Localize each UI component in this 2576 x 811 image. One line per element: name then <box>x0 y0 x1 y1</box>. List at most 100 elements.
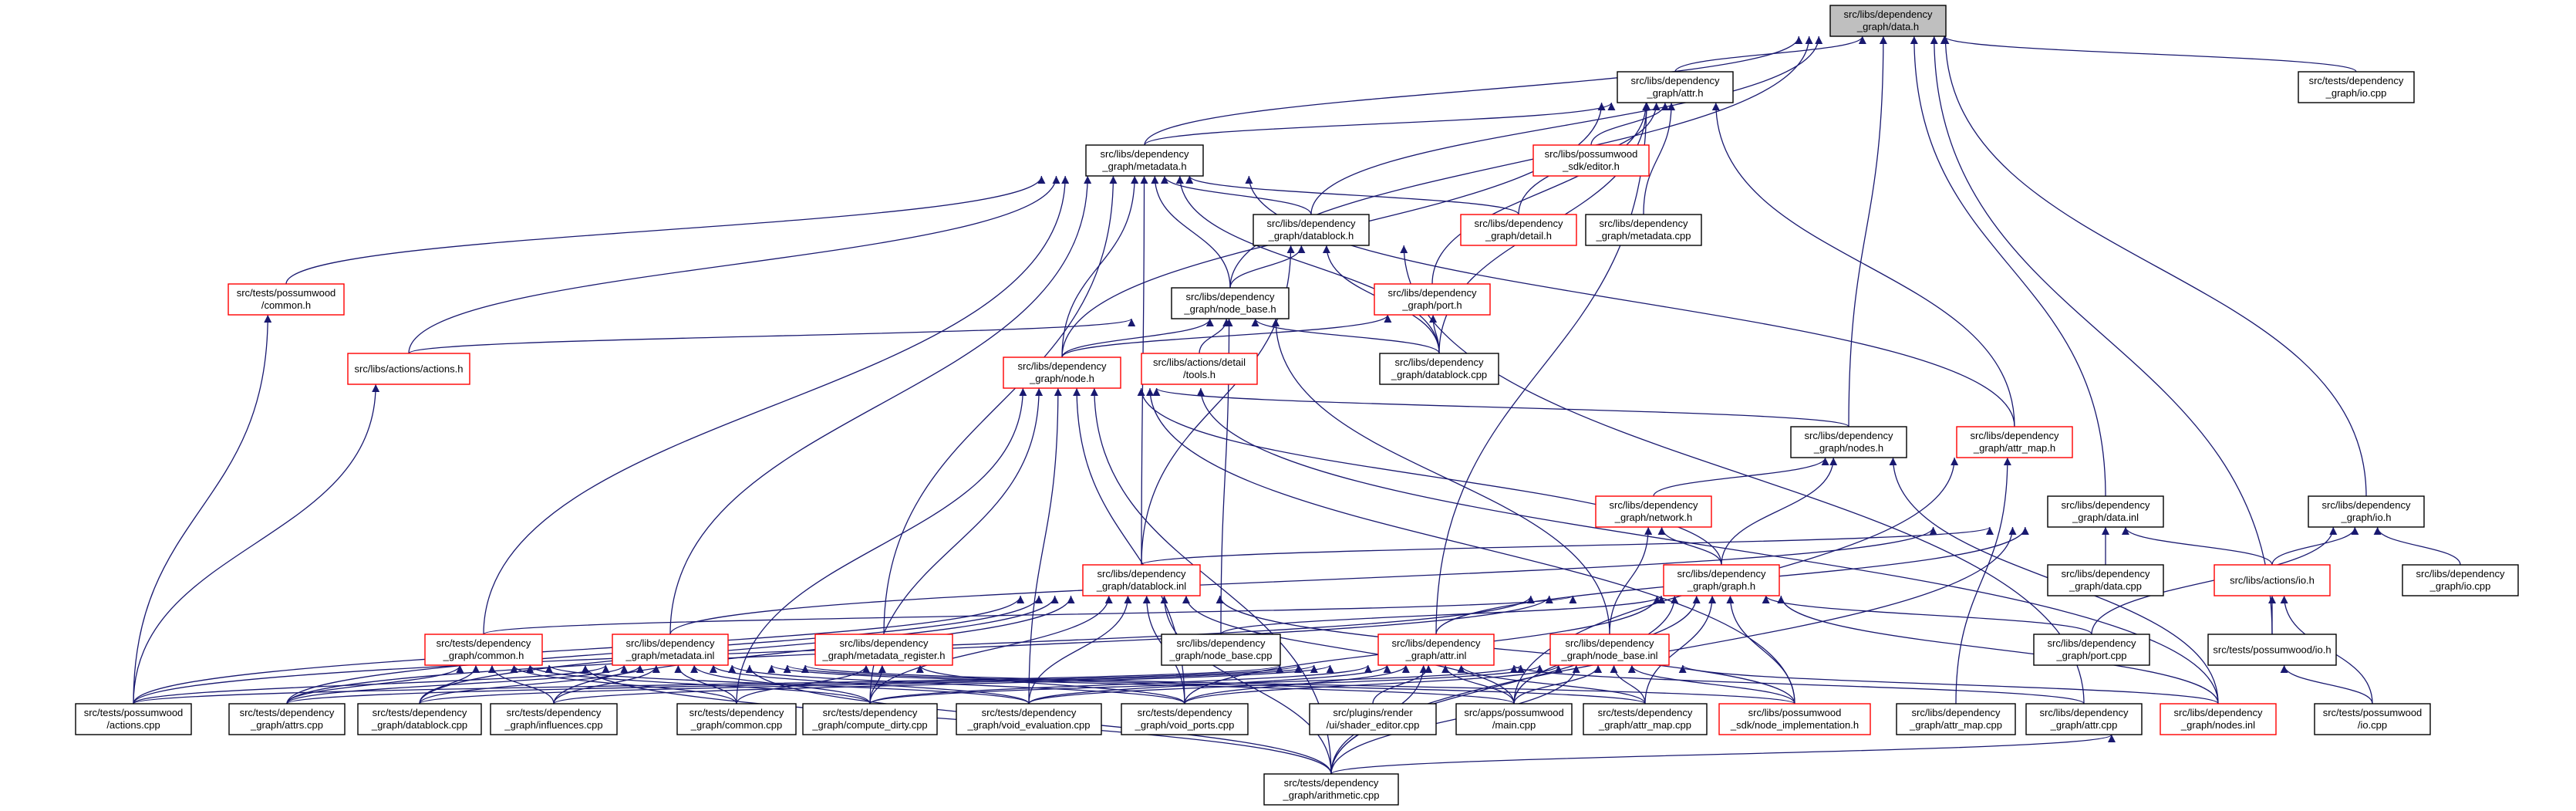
graph-node-t-common-cpp[interactable]: src/tests/dependency_graph/common.cpp <box>676 703 797 735</box>
node-label-line: src/libs/dependency <box>1475 218 1563 229</box>
graph-node-tests-io-cpp[interactable]: src/tests/dependency_graph/io.cpp <box>2298 71 2415 103</box>
graph-node-node-impl-h[interactable]: src/libs/possumwood_sdk/node_implementat… <box>1718 703 1871 735</box>
graph-node-io-h[interactable]: src/libs/dependency_graph/io.h <box>2308 495 2425 528</box>
node-box <box>1460 214 1577 246</box>
graph-node-actions-io-h[interactable]: src/libs/actions/io.h <box>2214 564 2331 596</box>
node-label-line: src/tests/dependency <box>2309 75 2404 86</box>
node-label-line: src/tests/possumwood <box>2323 707 2423 718</box>
graph-node-metadata-h[interactable]: src/libs/dependency_graph/metadata.h <box>1085 144 1204 177</box>
graph-node-l-attr-map-cpp[interactable]: src/libs/dependency_graph/attr_map.cpp <box>1896 703 2016 735</box>
edge-l_attr_cpp-to-datablock_h <box>1400 245 2085 705</box>
node-label-line: src/libs/dependency <box>1610 499 1698 511</box>
graph-node-data-cpp[interactable]: src/libs/dependency_graph/data.cpp <box>2047 564 2164 596</box>
node-label-line: _graph/port.cpp <box>2055 650 2126 661</box>
graph-node-node-h[interactable]: src/libs/dependency_graph/node.h <box>1003 357 1121 389</box>
graph-node-tools-h[interactable]: src/libs/actions/detail/tools.h <box>1141 353 1258 385</box>
graph-node-tp-common-h[interactable]: src/tests/possumwood/common.h <box>228 283 345 316</box>
graph-node-shader-editor-cpp[interactable]: src/plugins/render/ui/shader_editor.cpp <box>1309 703 1437 735</box>
edges-layer <box>133 35 2461 775</box>
graph-node-actions-h[interactable]: src/libs/actions/actions.h <box>347 353 470 385</box>
node-label-line: src/tests/possumwood <box>237 287 336 299</box>
node-label-line: _graph/attrs.cpp <box>250 719 323 731</box>
graph-node-metadata-cpp[interactable]: src/libs/dependency_graph/metadata.cpp <box>1585 214 1702 246</box>
graph-node-compute-dirty-cpp[interactable]: src/tests/dependency_graph/compute_dirty… <box>802 703 938 735</box>
graph-node-metadata-inl[interactable]: src/libs/dependency_graph/metadata.inl <box>612 634 729 666</box>
edge-nodes_inl-to-node_base_inl <box>1678 664 2219 705</box>
node-label-line: src/tests/dependency <box>240 707 335 718</box>
graph-node-nodes-inl[interactable]: src/libs/dependency_graph/nodes.inl <box>2160 703 2277 735</box>
graph-node-network-h[interactable]: src/libs/dependency_graph/network.h <box>1595 495 1712 528</box>
edge-metadata_register_h-to-metadata_h <box>883 175 1118 635</box>
node-box <box>2214 564 2331 596</box>
graph-node-main-cpp[interactable]: src/apps/possumwood/main.cpp <box>1455 703 1573 735</box>
graph-node-node-base-h[interactable]: src/libs/dependency_graph/node_base.h <box>1171 287 1290 319</box>
edge-nodes_h-to-data_h <box>1848 35 1887 427</box>
node-box <box>1082 564 1201 596</box>
edge-influences_cpp-to-attr_inl <box>553 664 1334 705</box>
edge-tp_io_h-to-data_h <box>1930 35 2273 635</box>
edge-void_ports_cpp-to-metadata_register_h <box>915 664 1185 705</box>
node-box <box>2025 703 2143 735</box>
graph-node-editor-h[interactable]: src/libs/possumwood_sdk/editor.h <box>1532 144 1650 177</box>
node-label-line: _graph/datablock.cpp <box>371 719 467 731</box>
graph-node-t-datablock-cpp[interactable]: src/tests/dependency_graph/datablock.cpp <box>357 703 482 735</box>
graph-node-tp-io-h[interactable]: src/tests/possumwood/io.h <box>2207 634 2337 666</box>
node-box <box>1455 703 1573 735</box>
node-label-line: _graph/io.h <box>2340 512 2391 523</box>
graph-node-attrs-cpp[interactable]: src/tests/dependency_graph/attrs.cpp <box>228 703 346 735</box>
graph-node-port-cpp[interactable]: src/libs/dependency_graph/port.cpp <box>2033 634 2150 666</box>
graph-node-tp-io-cpp[interactable]: src/tests/possumwood/io.cpp <box>2314 703 2431 735</box>
graph-node-datablock-h[interactable]: src/libs/dependency_graph/datablock.h <box>1253 214 1370 246</box>
graph-node-tp-actions-cpp[interactable]: src/tests/possumwood/actions.cpp <box>75 703 192 735</box>
graph-node-detail-h[interactable]: src/libs/dependency_graph/detail.h <box>1460 214 1577 246</box>
edge-attr_map_h-to-attr_h <box>1711 102 2015 427</box>
graph-node-nodes-h[interactable]: src/libs/dependency_graph/nodes.h <box>1790 426 1907 458</box>
edge-nodes_inl-to-graph_h <box>1777 595 2219 705</box>
node-label-line: src/libs/dependency <box>2048 637 2136 649</box>
graph-node-void-ports-cpp[interactable]: src/tests/dependency_graph/void_ports.cp… <box>1121 703 1249 735</box>
edge-datablock_cpp-to-metadata_h <box>1175 175 1440 354</box>
edge-io_h-to-data_h <box>1941 35 2367 497</box>
graph-node-datablock-inl[interactable]: src/libs/dependency_graph/datablock.inl <box>1082 564 1201 596</box>
graph-node-port-h[interactable]: src/libs/dependency_graph/port.h <box>1374 283 1491 316</box>
graph-node-l-attr-cpp[interactable]: src/libs/dependency_graph/attr.cpp <box>2025 703 2143 735</box>
graph-node-node-base-cpp[interactable]: src/libs/dependency_graph/node_base.cpp <box>1161 634 1281 666</box>
graph-node-datablock-cpp[interactable]: src/libs/dependency_graph/datablock.cpp <box>1379 353 1499 385</box>
node-label-line: _graph/port.h <box>1401 299 1462 311</box>
edge-t_datablock_cpp-to-datablock_inl <box>419 595 1059 705</box>
edge-graph_h-to-network_h <box>1657 526 1722 566</box>
edge-node_h-to-node_base_h <box>1061 318 1214 358</box>
graph-node-metadata-register-h[interactable]: src/libs/dependency_graph/metadata_regis… <box>814 634 953 666</box>
node-box <box>1549 634 1670 666</box>
graph-node-data-inl[interactable]: src/libs/dependency_graph/data.inl <box>2047 495 2164 528</box>
node-label-line: _graph/datablock.h <box>1268 230 1354 242</box>
node-box <box>1585 214 1702 246</box>
graph-node-influences-cpp[interactable]: src/tests/dependency_graph/influences.cp… <box>490 703 618 735</box>
graph-node-libs-io-cpp[interactable]: src/libs/dependency_graph/io.cpp <box>2402 564 2519 596</box>
graph-node-node-base-inl[interactable]: src/libs/dependency_graph/node_base.inl <box>1549 634 1670 666</box>
graph-node-td-common-h[interactable]: src/tests/dependency_graph/common.h <box>424 634 543 666</box>
node-label-line: _graph/node_base.h <box>1183 303 1276 315</box>
graph-node-data-h[interactable]: src/libs/dependency_graph/data.h <box>1829 5 1947 37</box>
node-label-line: src/libs/actions/detail <box>1153 357 1246 368</box>
edge-arithmetic_cpp-to-node_base_inl <box>1330 664 1580 775</box>
graph-node-graph-h[interactable]: src/libs/dependency_graph/graph.h <box>1663 564 1780 596</box>
edge-t_attr_map_cpp-to-node_base_inl <box>1610 664 1646 705</box>
node-label-line: src/libs/dependency <box>1600 218 1688 229</box>
graph-node-t-attr-map-cpp[interactable]: src/tests/dependency_graph/attr_map.cpp <box>1583 703 1708 735</box>
node-label-line: src/tests/dependency <box>1598 707 1693 718</box>
graph-node-attr-inl[interactable]: src/libs/dependency_graph/attr.inl <box>1377 634 1495 666</box>
graph-node-attr-h[interactable]: src/libs/dependency_graph/attr.h <box>1617 71 1734 103</box>
edge-node_impl_h-to-node_h <box>1146 387 1795 705</box>
edge-l_attr_map_cpp-to-attr_map_h <box>1955 457 2011 705</box>
node-label-line: src/libs/actions/io.h <box>2230 575 2315 586</box>
edge-arithmetic_cpp-to-graph_h <box>1330 595 1679 775</box>
node-box <box>1379 353 1499 385</box>
edge-detail_h-to-metadata_h <box>1185 175 1519 215</box>
graph-node-arithmetic-cpp[interactable]: src/tests/dependency_graph/arithmetic.cp… <box>1263 773 1399 806</box>
graph-node-void-evaluation-cpp[interactable]: src/tests/dependency_graph/void_evaluati… <box>956 703 1102 735</box>
node-label-line: src/plugins/render <box>1333 707 1413 718</box>
graph-node-attr-map-h[interactable]: src/libs/dependency_graph/attr_map.h <box>1956 426 2073 458</box>
edge-void_evaluation_cpp-to-node_h <box>1028 387 1062 705</box>
